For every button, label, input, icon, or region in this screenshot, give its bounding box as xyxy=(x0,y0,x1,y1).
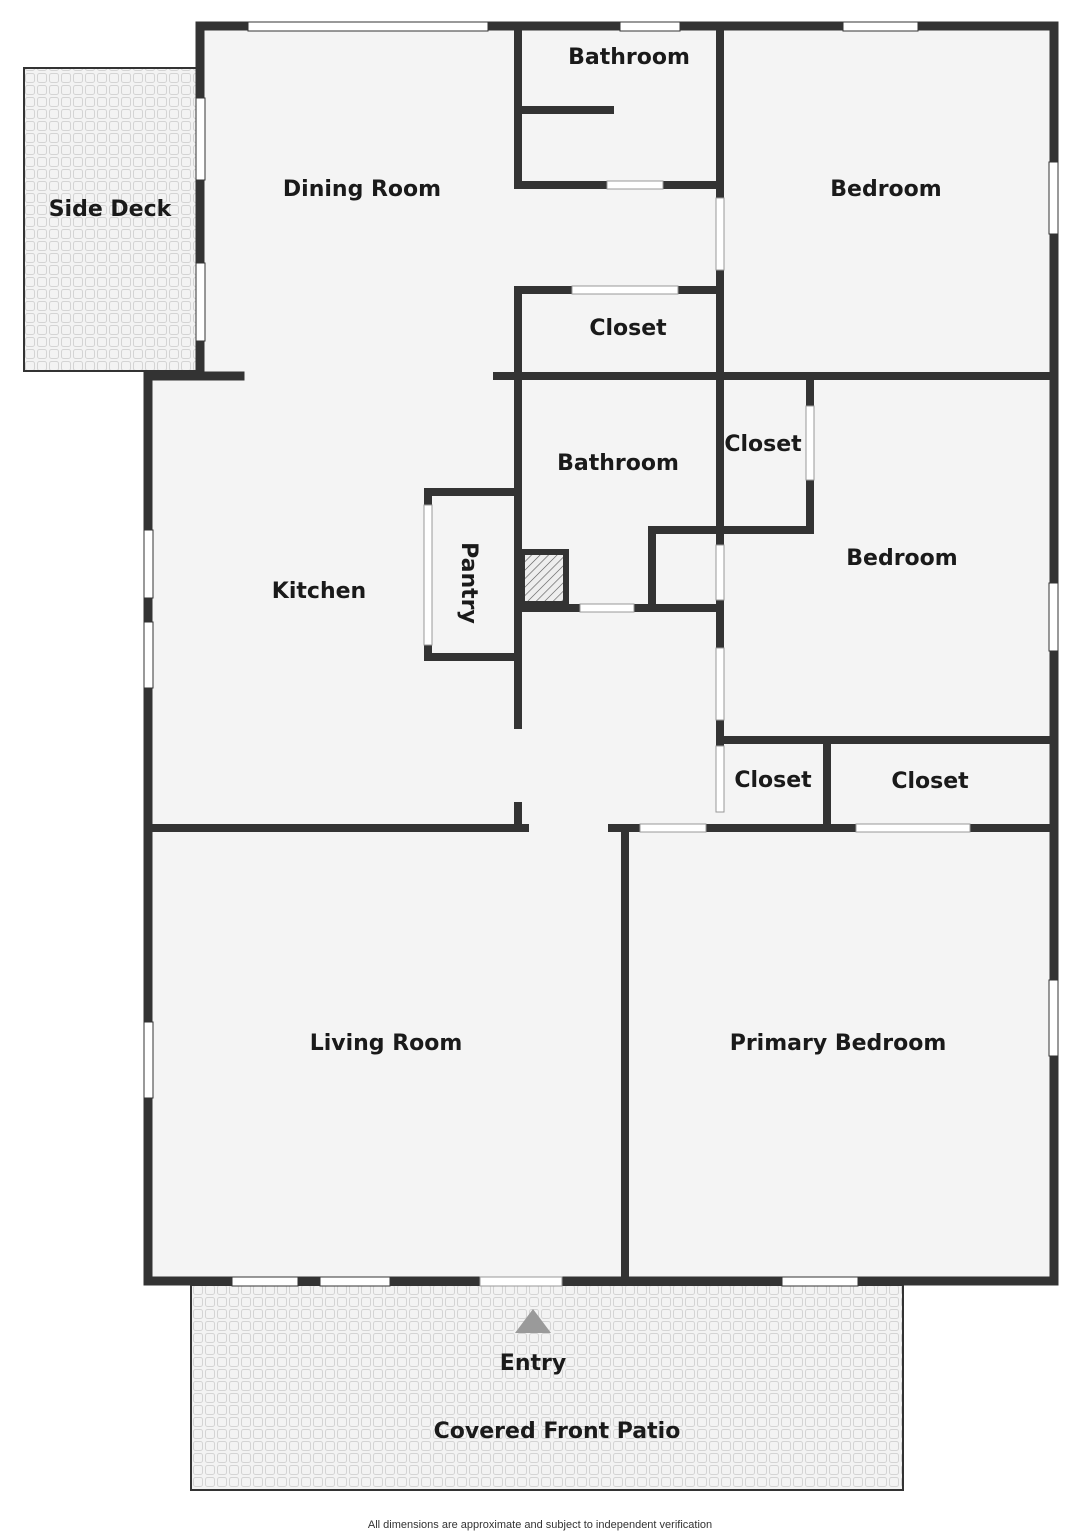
label-bathroom-upper: Bathroom xyxy=(568,45,690,70)
windows xyxy=(143,21,1059,1287)
label-kitchen: Kitchen xyxy=(272,579,366,604)
walls xyxy=(143,21,1059,1286)
label-closet-lower-left: Closet xyxy=(734,768,812,793)
label-bathroom-middle: Bathroom xyxy=(557,451,679,476)
label-covered-front-patio: Covered Front Patio xyxy=(434,1419,681,1444)
entry-arrow-icon xyxy=(515,1309,551,1333)
label-bedroom-middle: Bedroom xyxy=(846,546,957,571)
label-closet-middle: Closet xyxy=(724,432,802,457)
covered-front-patio-area xyxy=(190,1284,904,1491)
interior-floor xyxy=(148,26,1054,1281)
label-closet-lower-right: Closet xyxy=(891,769,969,794)
label-dining-room: Dining Room xyxy=(283,177,441,202)
chimney-block xyxy=(519,549,569,607)
label-pantry: Pantry xyxy=(456,542,481,624)
label-primary-bedroom: Primary Bedroom xyxy=(730,1031,947,1056)
side-deck-area xyxy=(23,67,201,372)
label-side-deck: Side Deck xyxy=(49,197,173,222)
footer-disclaimer: All dimensions are approximate and subje… xyxy=(368,1519,712,1531)
label-closet-upper: Closet xyxy=(589,316,667,341)
label-entry: Entry xyxy=(500,1351,566,1376)
label-living-room: Living Room xyxy=(310,1031,463,1056)
door-openings xyxy=(423,180,971,1287)
label-bedroom-upper: Bedroom xyxy=(830,177,941,202)
